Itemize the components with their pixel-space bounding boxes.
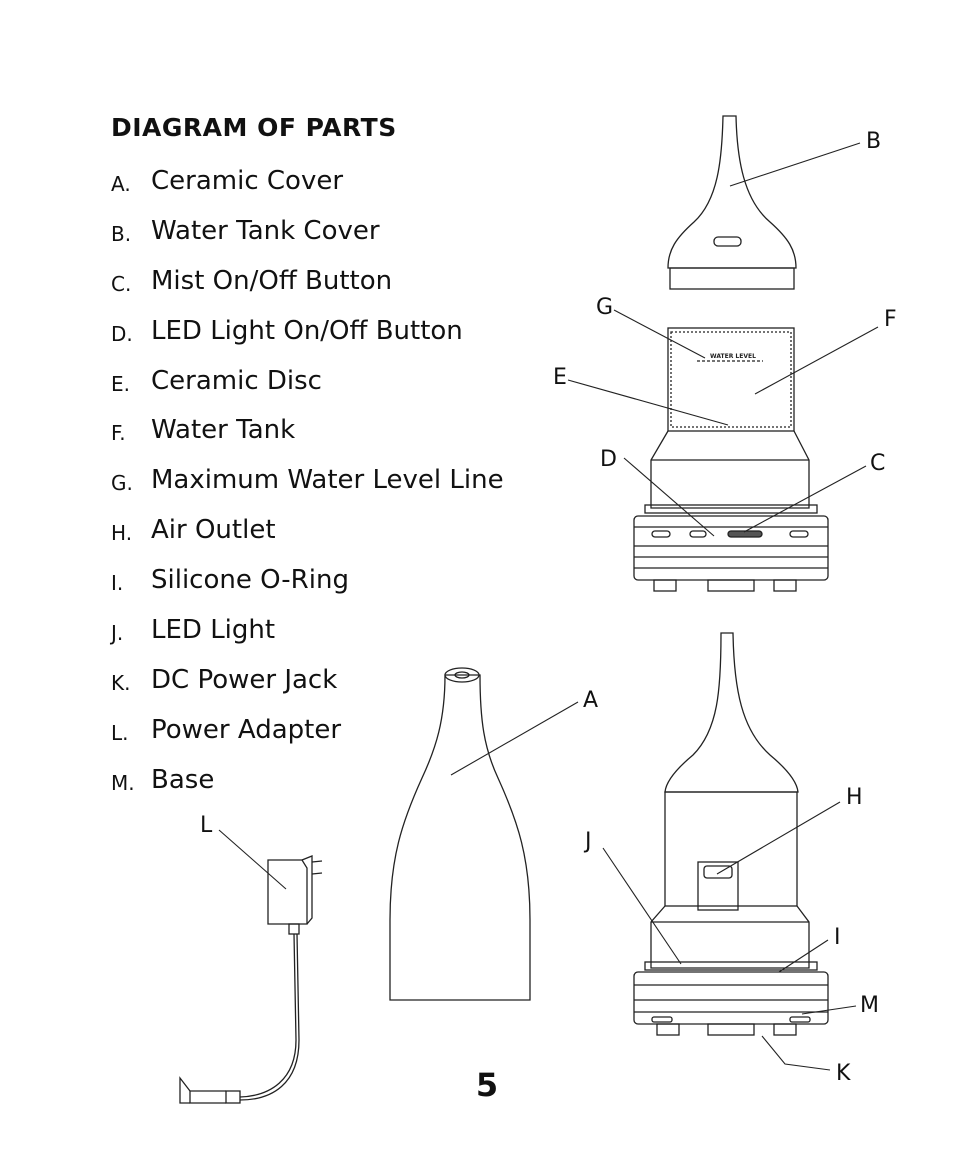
part-letter: E. xyxy=(111,371,130,396)
callout-d: D xyxy=(600,447,617,472)
page-number: 5 xyxy=(475,1066,499,1104)
part-letter: M. xyxy=(111,770,135,795)
part-name: Base xyxy=(151,764,215,795)
parts-list: A. Ceramic Cover B. Water Tank Cover C. Mis… xyxy=(111,166,504,815)
part-letter: D. xyxy=(111,321,133,346)
water-level-marking: WATER LEVEL xyxy=(710,353,756,360)
part-name: Ceramic Cover xyxy=(151,166,344,196)
part-name: LED Light On/Off Button xyxy=(151,315,463,346)
list-item: C. Mist On/Off Button xyxy=(111,266,504,316)
water-tank-cover-drawing xyxy=(667,115,797,290)
list-item: A. Ceramic Cover xyxy=(111,166,504,216)
list-item: H. Air Outlet xyxy=(111,515,504,565)
list-item: G. Maximum Water Level Line xyxy=(111,465,504,515)
ceramic-cover-drawing xyxy=(389,667,531,1001)
callout-c: C xyxy=(870,451,885,476)
callout-h: H xyxy=(846,785,863,810)
part-letter: F. xyxy=(111,421,126,446)
list-item: J. LED Light xyxy=(111,615,504,665)
part-letter: K. xyxy=(111,670,131,695)
callout-f: F xyxy=(884,307,897,332)
part-letter: L. xyxy=(111,720,129,745)
power-adapter-drawing xyxy=(179,855,323,1104)
list-item: I. Silicone O-Ring xyxy=(111,565,504,615)
callout-g: G xyxy=(596,295,613,320)
callout-e: E xyxy=(553,365,567,390)
list-item: B. Water Tank Cover xyxy=(111,216,504,266)
part-name: Maximum Water Level Line xyxy=(151,465,504,496)
callout-j: J xyxy=(583,829,592,854)
part-letter: H. xyxy=(111,521,133,546)
list-item: K. DC Power Jack xyxy=(111,665,504,715)
part-letter: I. xyxy=(111,571,124,596)
callout-leader-lines xyxy=(218,142,879,1071)
part-name: Air Outlet xyxy=(151,515,276,546)
callout-i: I xyxy=(834,925,841,950)
part-name: DC Power Jack xyxy=(151,664,338,695)
list-item: M. Base xyxy=(111,765,504,815)
part-name: Silicone O-Ring xyxy=(151,565,349,596)
list-item: L. Power Adapter xyxy=(111,715,504,765)
part-letter: B. xyxy=(111,221,132,246)
part-name: Ceramic Disc xyxy=(151,365,322,396)
water-tank-drawing xyxy=(667,327,795,432)
part-letter: G. xyxy=(111,471,133,496)
list-item: F. Water Tank xyxy=(111,415,504,465)
callout-m: M xyxy=(860,993,879,1018)
part-letter: J. xyxy=(111,621,124,646)
base-assembly-drawing xyxy=(633,430,829,592)
callout-k: K xyxy=(836,1061,851,1086)
callout-b: B xyxy=(866,129,881,154)
callout-l: L xyxy=(200,813,213,838)
part-name: Water Tank Cover xyxy=(151,215,380,246)
list-item: D. LED Light On/Off Button xyxy=(111,316,504,366)
callout-a: A xyxy=(583,688,598,713)
part-name: Water Tank xyxy=(151,415,296,446)
part-name: LED Light xyxy=(151,615,276,646)
part-letter: C. xyxy=(111,271,132,296)
list-item: E. Ceramic Disc xyxy=(111,366,504,416)
page-title: DIAGRAM OF PARTS xyxy=(111,113,397,142)
part-name: Mist On/Off Button xyxy=(151,265,393,296)
assembled-unit-drawing xyxy=(633,632,829,1036)
part-name: Power Adapter xyxy=(151,714,342,745)
part-letter: A. xyxy=(111,172,131,196)
